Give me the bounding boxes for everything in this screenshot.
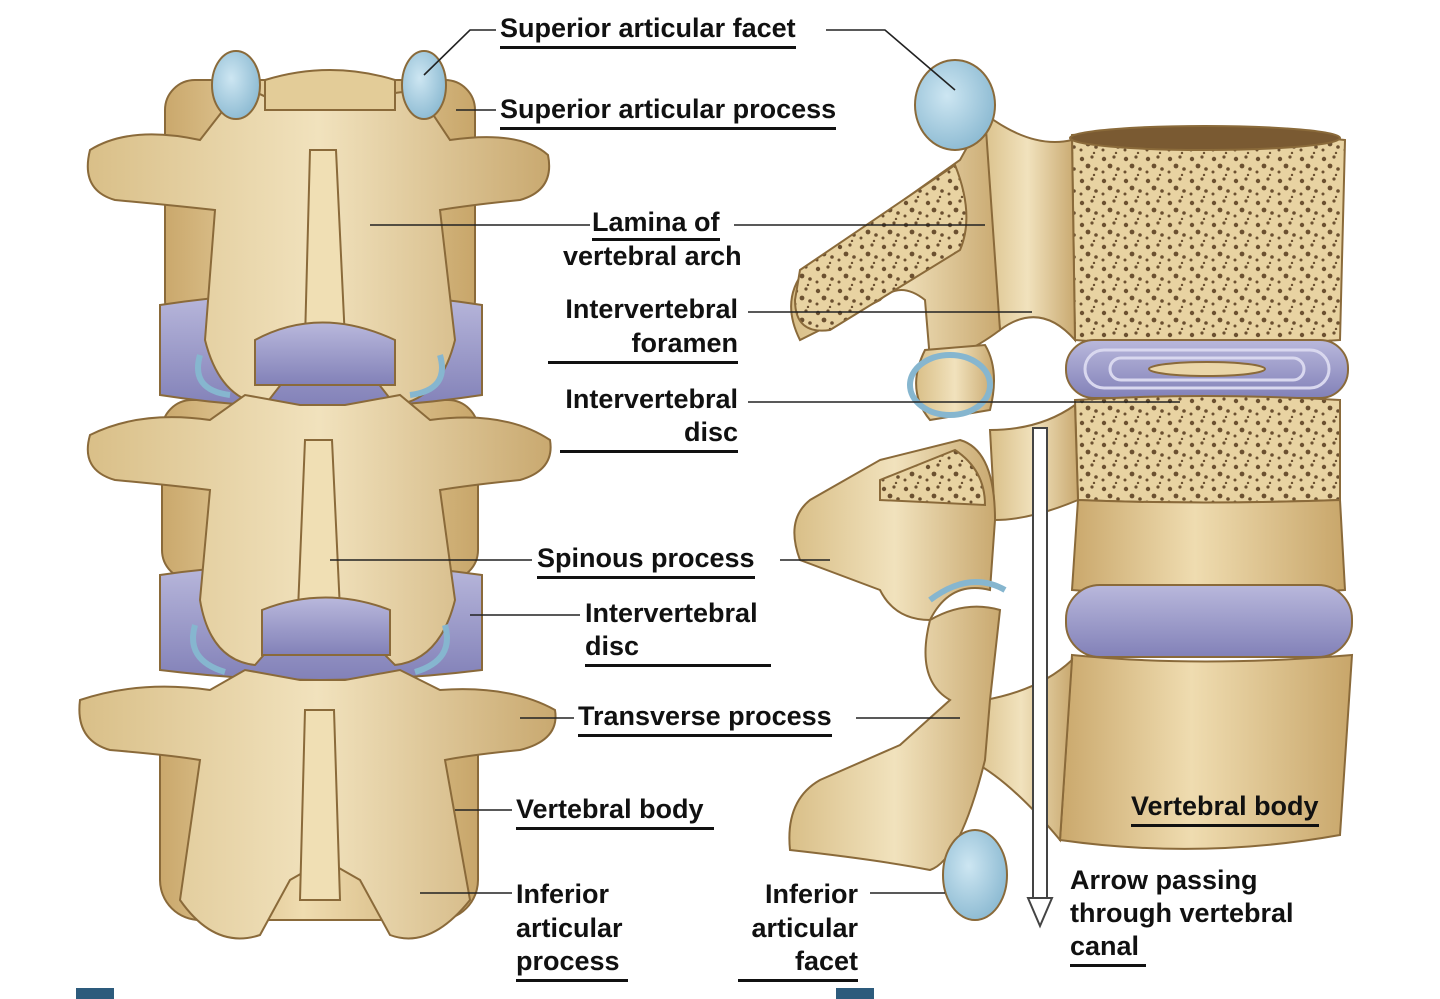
body-right-3	[1058, 653, 1354, 850]
superior-facet-right	[914, 59, 996, 151]
label-superior-articular-process: Superior articular process	[500, 93, 837, 130]
posterior-view	[78, 50, 557, 940]
leader-lines	[330, 29, 1180, 894]
label-inferior-articular-facet-2: articular	[751, 913, 858, 943]
vertebra-left-3	[78, 624, 557, 940]
label-arrow-canal-2: through vertebral	[1070, 898, 1294, 928]
body-right-2	[1073, 395, 1341, 504]
canal-arrow	[1026, 427, 1054, 929]
label-arrow-canal: Arrow passing	[1070, 865, 1258, 895]
label-intervertebral-disc-left: Intervertebral	[585, 598, 758, 628]
vertebra-left-2	[86, 354, 552, 667]
label-inferior-articular-process: Inferior	[516, 879, 610, 909]
label-inferior-articular-process-3: process	[516, 945, 628, 982]
label-intervertebral-foramen: Intervertebral	[565, 294, 738, 324]
label-intervertebral-foramen-2: foramen	[548, 327, 738, 364]
label-intervertebral-disc-right-2: disc	[560, 416, 738, 453]
label-intervertebral-disc-left-2: disc	[585, 630, 771, 667]
label-lamina: Lamina of	[592, 206, 720, 241]
disc-right-1	[1065, 339, 1349, 399]
lateral-view	[788, 59, 1354, 921]
label-vertebral-body-left: Vertebral body	[516, 793, 714, 830]
label-inferior-articular-facet-3: facet	[738, 945, 858, 982]
label-arrow-canal-3: canal	[1070, 930, 1146, 967]
label-superior-articular-facet: Superior articular facet	[500, 12, 796, 49]
spongy-cut-1	[793, 163, 968, 332]
label-vertebral-body-right: Vertebral body	[1131, 790, 1319, 827]
panel-tag-left	[76, 988, 114, 999]
spongy-cut-2	[879, 448, 987, 507]
label-transverse-process: Transverse process	[578, 700, 832, 737]
label-inferior-articular-process-2: articular	[516, 913, 623, 943]
label-lamina-line1: Lamina of	[592, 207, 720, 241]
label-lamina-2: vertebral arch	[563, 241, 742, 271]
body-right-1	[1070, 130, 1347, 346]
vertebra-left-1	[86, 50, 551, 407]
panel-tag-right	[836, 988, 874, 999]
inferior-facet-right	[942, 829, 1008, 921]
label-spinous-process: Spinous process	[537, 542, 755, 579]
label-intervertebral-disc-right: Intervertebral	[565, 384, 738, 414]
disc-right-2	[1065, 584, 1353, 658]
label-inferior-articular-facet: Inferior	[764, 879, 858, 909]
